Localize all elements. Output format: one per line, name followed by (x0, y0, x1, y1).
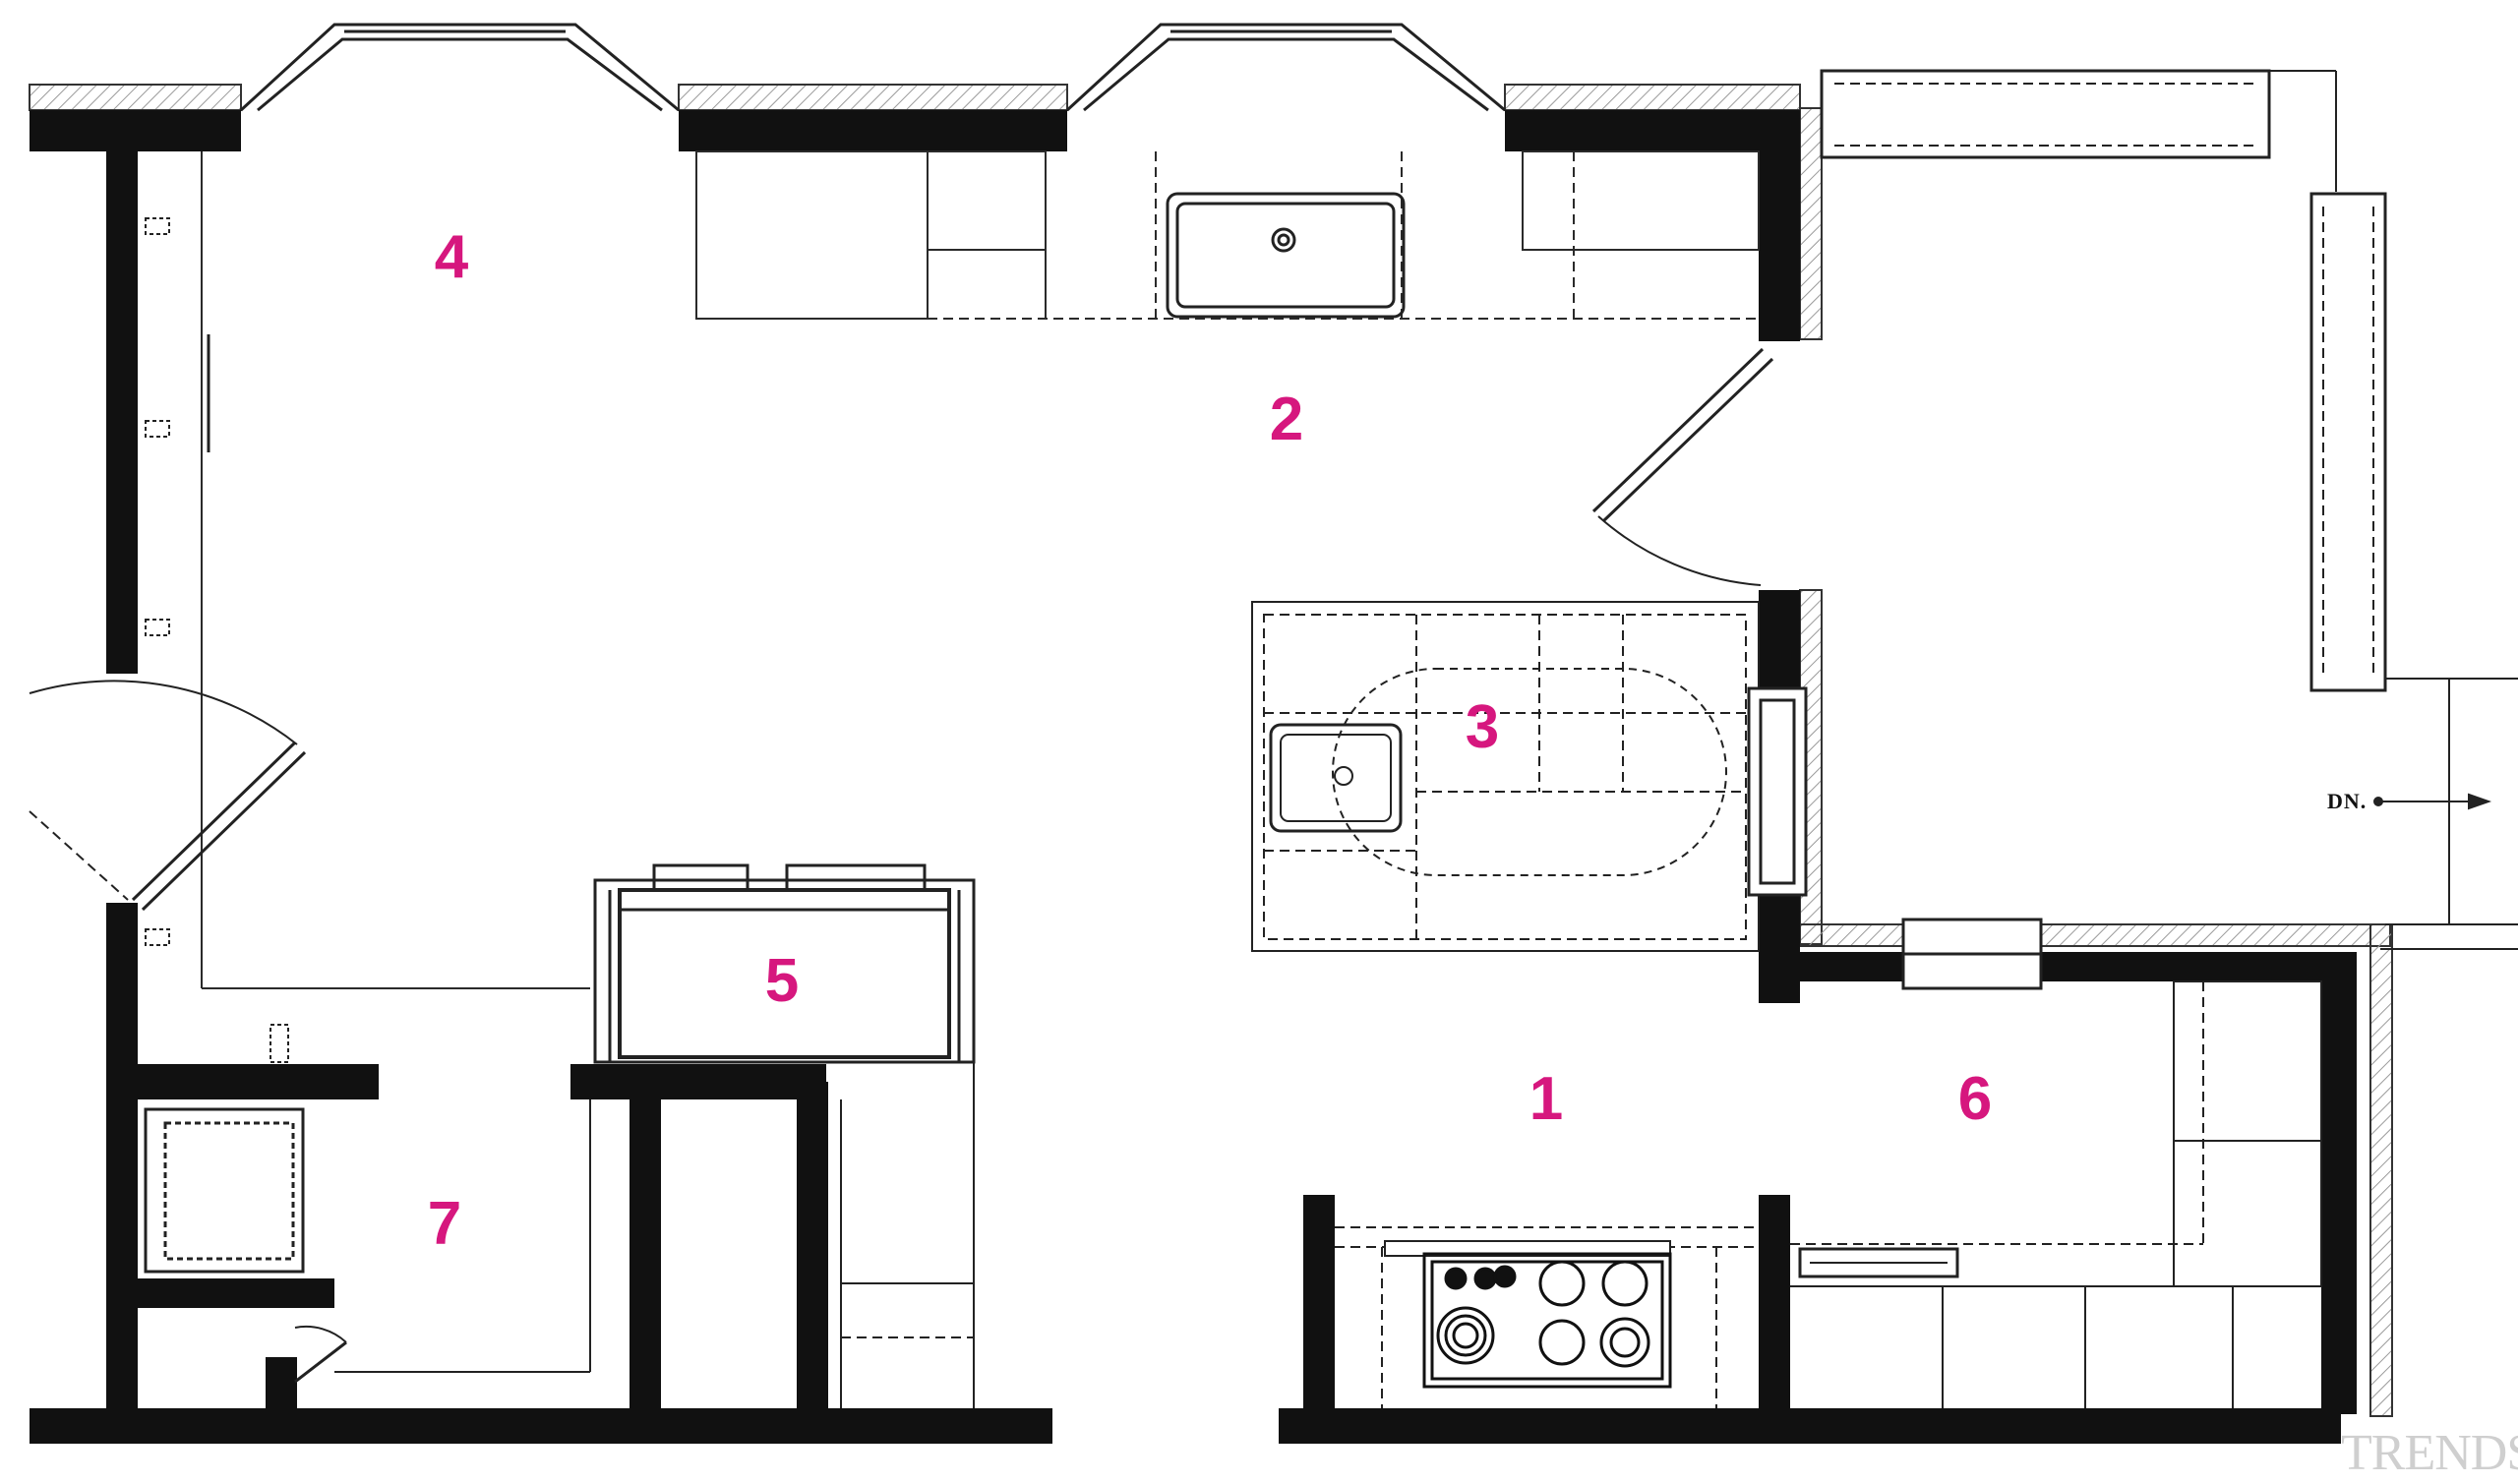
range-hood-unit (593, 863, 976, 1064)
knob-icon (1444, 1267, 1468, 1290)
island (1251, 601, 1760, 952)
burner-icon (1538, 1260, 1586, 1307)
cooktop-counter (1335, 1226, 1759, 1408)
room-number-1: 1 (1529, 1065, 1564, 1133)
main-sink (1166, 192, 1406, 319)
burner-icon (1538, 1319, 1586, 1366)
laundry-appliance (144, 1107, 305, 1274)
drain-icon (1271, 227, 1296, 253)
stair-down-label: DN. (2327, 789, 2368, 813)
entry-door (29, 680, 307, 912)
island-drain-icon (1334, 766, 1353, 786)
bay-window-left (239, 23, 680, 112)
closet-door (294, 1325, 347, 1384)
burner-icon (1436, 1306, 1495, 1365)
room6-window (1901, 918, 2043, 990)
knob-icon (1493, 1265, 1517, 1288)
room-number-3: 3 (1465, 693, 1500, 761)
counters (201, 150, 1760, 989)
burner-icon (1601, 1260, 1649, 1307)
room6-counters (1790, 980, 2322, 1408)
room-number-7: 7 (427, 1190, 462, 1258)
room-door (1591, 347, 1774, 586)
cooktop (1422, 1252, 1672, 1389)
wall-markers (145, 217, 289, 1063)
room-number-4: 4 (434, 223, 469, 291)
hall-lines (334, 1062, 975, 1408)
knob-icon (1473, 1267, 1497, 1290)
room-number-5: 5 (764, 947, 800, 1015)
bay-window-right (1065, 23, 1506, 112)
porch (1820, 69, 2518, 950)
room-number-6: 6 (1957, 1065, 1993, 1133)
pass-through-window (1747, 686, 1808, 897)
hatched-wall-strips (29, 84, 2393, 1417)
trends-watermark: TRENDS (2341, 1425, 2518, 1481)
room-number-2: 2 (1269, 386, 1304, 453)
solid-walls (30, 110, 2357, 1444)
burner-icon (1599, 1317, 1650, 1368)
